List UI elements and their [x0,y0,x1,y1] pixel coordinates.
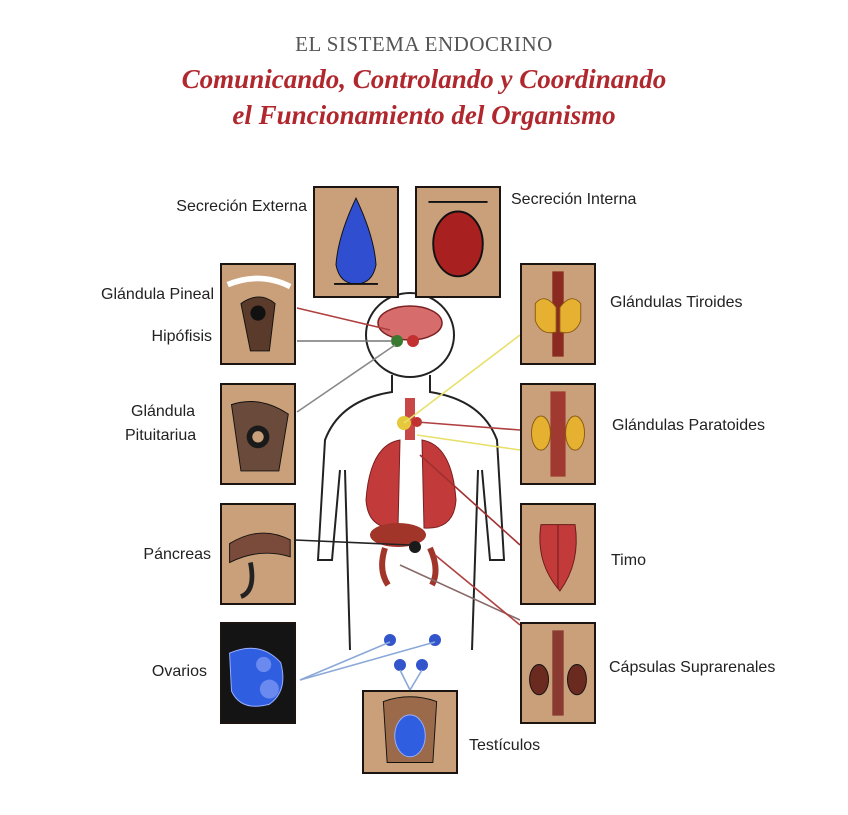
brain-icon [377,305,443,341]
label-testiculos: Testículos [469,737,541,754]
label-ovarios: Ovarios [151,663,207,680]
panel-glandula-pineal [220,263,296,365]
label-secrecion-interna: Secreción Interna [511,191,637,208]
intestine-icon [379,546,439,587]
label-suprarenales: Cápsulas Suprarenales [609,659,776,676]
label-tiroides: Glándulas Tiroides [610,294,743,311]
label-secrecion-externa: Secreción Externa [176,198,307,215]
panel-tiroides [520,263,596,365]
label-paratoides: Glándulas Paratoides [612,417,765,434]
label-hipofisis: Hipófisis [151,328,212,345]
pineal-dot [391,335,403,347]
panel-pancreas [220,503,296,605]
panel-glandula-pituitaria [220,383,296,485]
left-lung-icon [365,439,401,529]
diagram-title: EL SISTEMA ENDOCRINO [295,32,553,56]
ovary-dot-right [429,634,441,646]
label-glandula-pituitaria-1: Glándula [131,403,196,420]
panel-suprarenales [520,622,596,724]
pituitary-dot [407,335,419,347]
panel-testiculos [362,690,458,774]
label-glandula-pituitaria-2: Pituitariua [125,427,197,444]
panel-secrecion-interna [415,186,501,298]
testis-dot-left [394,659,406,671]
panel-timo [520,503,596,605]
body-outline [316,292,506,651]
panel-ovarios [220,622,296,724]
testis-dot-right [416,659,428,671]
pancreas-dot [409,541,421,553]
panel-paratoides [520,383,596,485]
connector-lines [294,307,521,691]
label-timo: Timo [611,552,646,569]
label-glandula-pineal: Glándula Pineal [101,286,214,303]
right-lung-icon [421,439,457,529]
subtitle-line-2: el Funcionamiento del Organismo [232,100,616,130]
panel-secrecion-externa [313,186,399,298]
label-pancreas: Páncreas [143,546,211,563]
liver-icon [370,523,426,547]
subtitle-line-1: Comunicando, Controlando y Coordinando [181,64,667,94]
